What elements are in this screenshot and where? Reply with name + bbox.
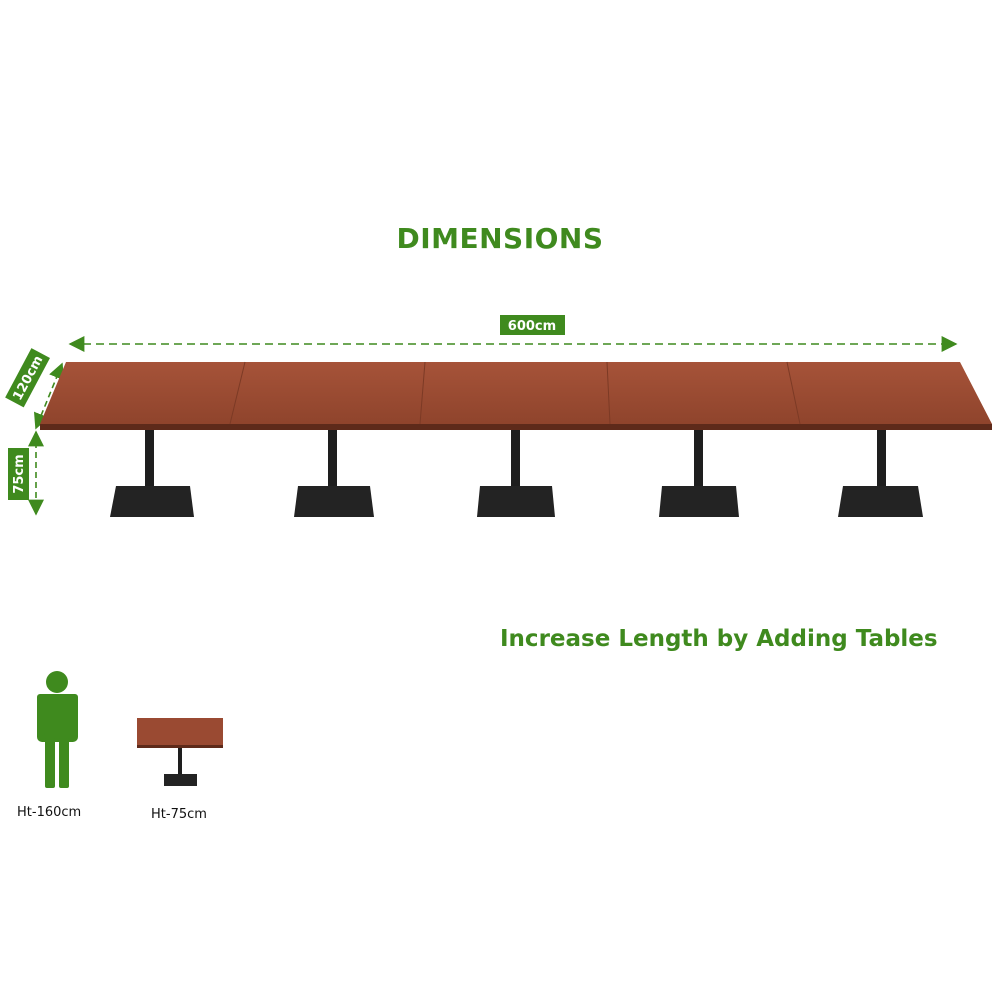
tabletop-seam [419,361,426,425]
person-icon [37,671,78,788]
height-label: 75cm [12,454,27,493]
single-table-icon [137,718,223,786]
tabletop-seam [786,361,801,425]
table-base [294,430,374,517]
table-base [838,430,923,517]
table-height-caption: Ht-75cm [151,807,207,822]
person-height-caption: Ht-160cm [17,805,82,820]
table-base [659,430,739,517]
tabletop-seam [229,361,246,425]
table-base [110,430,194,517]
page-title: DIMENSIONS [396,222,604,255]
table-base [477,430,555,517]
width-dimension-line [34,362,64,430]
length-label: 600cm [508,319,556,334]
tabletop [40,362,992,424]
length-label-tag [500,315,565,335]
height-label-tag [8,448,29,500]
tabletop-edge [40,424,992,430]
tabletop-seam [606,361,611,425]
width-label-tag [5,348,50,408]
subtitle: Increase Length by Adding Tables [500,626,938,652]
